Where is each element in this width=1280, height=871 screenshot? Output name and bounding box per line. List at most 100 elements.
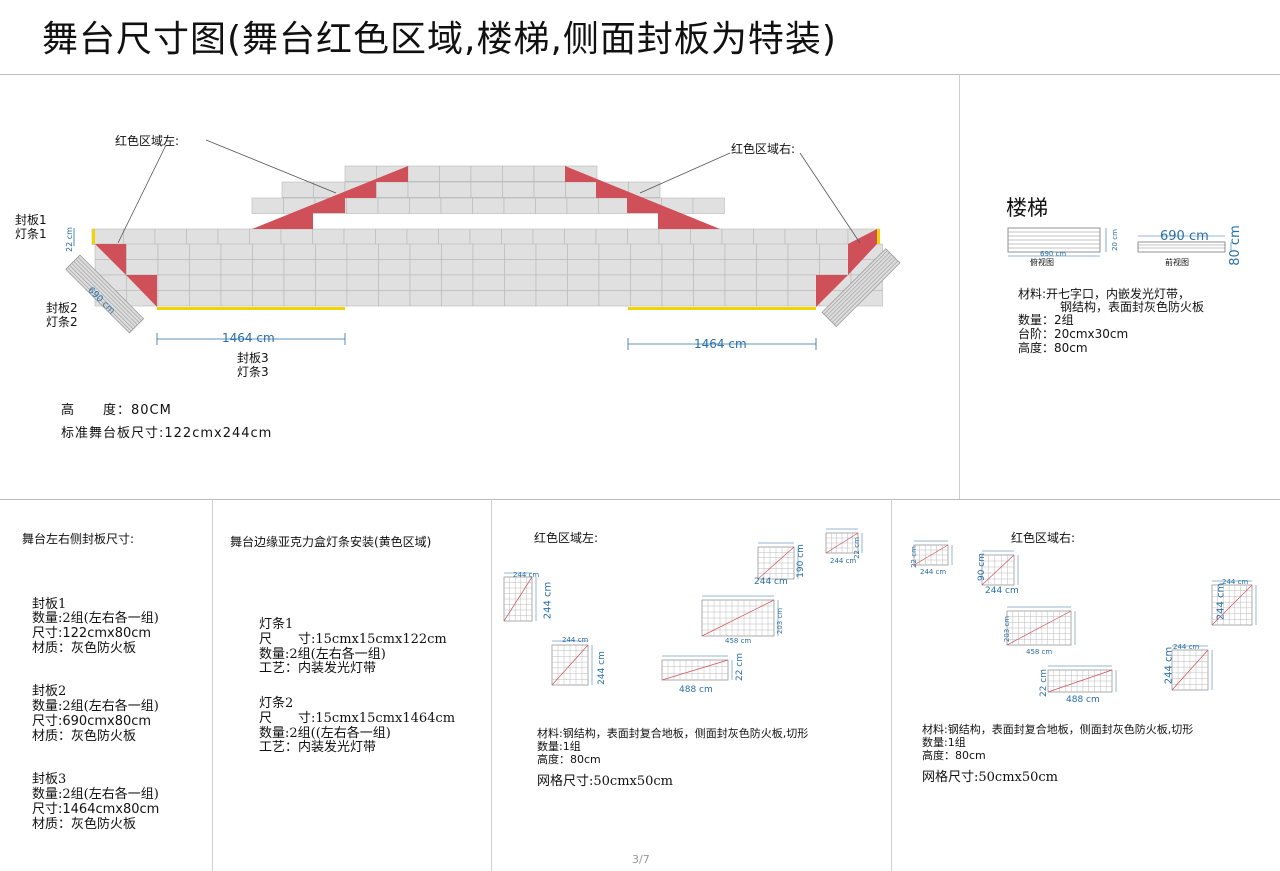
page-number: 3/7 xyxy=(632,853,650,866)
column-divider-3 xyxy=(891,499,892,871)
stairs-material-1: 材料:开七字口，内嵌发光灯带， xyxy=(1018,287,1191,301)
red-block-right-2 xyxy=(816,275,848,307)
red-right-piece-2 xyxy=(981,550,1019,586)
red-right-piece-1 xyxy=(913,540,953,566)
page-title: 舞台尺寸图(舞台红色区域,楼梯,侧面封板为特装) xyxy=(42,19,837,60)
red-left-piece-4 xyxy=(701,595,779,637)
red-left-dim-10: 244 cm xyxy=(754,577,788,587)
panel-1-name: 封板1 xyxy=(32,597,67,612)
red-left-dim-12: 244 cm xyxy=(596,651,607,685)
stairs-top-view-caption: 俯视图 xyxy=(1030,258,1054,267)
red-left-dim-6: 203 cm xyxy=(776,607,785,635)
red-left-qty: 数量:1组 xyxy=(537,740,581,753)
column-divider-1 xyxy=(212,499,213,871)
leader-line-red-left xyxy=(205,139,337,194)
leader-line-red-left-2 xyxy=(117,144,167,244)
red-right-piece-3 xyxy=(1006,606,1076,646)
red-right-height: 高度：80cm xyxy=(922,749,986,762)
red-left-dim-1: 244 cm xyxy=(513,571,540,579)
side-panels-heading: 舞台左右侧封板尺寸: xyxy=(22,532,135,546)
stage-plan-diagram xyxy=(65,139,901,350)
stairs-material-2: 钢结构，表面封灰色防火板 xyxy=(1060,300,1205,314)
panel-3-size: 尺寸:1464cmx80cm xyxy=(32,802,160,817)
red-right-dim-3: 90 cm xyxy=(977,552,988,582)
light-2-name: 灯条2 xyxy=(259,696,294,711)
panel-2-name: 封板2 xyxy=(32,684,67,699)
red-left-piece-5 xyxy=(551,640,593,686)
red-right-dim-8: 488 cm xyxy=(1066,695,1100,705)
red-left-piece-6 xyxy=(661,655,733,681)
red-right-dim-11: 244 cm xyxy=(1163,646,1175,685)
red-right-piece-5 xyxy=(1171,645,1213,691)
red-left-height: 高度：80cm xyxy=(537,753,601,766)
light-1-name: 灯条1 xyxy=(259,617,294,632)
red-block-left-1 xyxy=(95,244,126,275)
panel-2-label: 封板2 xyxy=(46,301,78,315)
red-zone-left-label: 红色区域左: xyxy=(115,134,180,148)
red-left-dim-8: 488 cm xyxy=(679,685,713,695)
red-zone-right-label: 红色区域右: xyxy=(731,142,796,156)
red-right-dim-9: 244 cm xyxy=(1215,582,1227,621)
stair-left xyxy=(65,254,145,334)
stairs-heading: 楼梯 xyxy=(1006,196,1048,220)
light-strip-1-left xyxy=(92,229,95,244)
red-left-material: 材料:钢结构，表面封复合地板，侧面封灰色防火板,切形 xyxy=(537,727,809,740)
title-divider xyxy=(0,74,1280,75)
lights-heading: 舞台边缘亚克力盒灯条安装(黄色区域) xyxy=(230,535,432,549)
section-divider xyxy=(0,499,1280,500)
panel-3-label: 封板3 xyxy=(237,351,269,365)
red-left-pieces xyxy=(503,528,863,686)
light-1-size: 尺 寸:15cmx15cmx122cm xyxy=(259,632,447,647)
panel-3-name: 封板3 xyxy=(32,772,67,787)
red-right-dim-2: 244 cm xyxy=(920,568,947,576)
panel-1-qty: 数量:2组(左右各一组) xyxy=(32,611,159,626)
red-right-dim-7: 22 cm xyxy=(1039,668,1050,698)
red-left-dim-5: 458 cm xyxy=(725,637,752,645)
stair-right xyxy=(821,248,901,328)
stairs-diagram xyxy=(1007,227,1232,257)
leader-line-red-right xyxy=(639,152,731,194)
red-left-heading: 红色区域左: xyxy=(534,531,599,545)
red-block-right-1 xyxy=(848,229,877,275)
panel-3-material: 材质：灰色防火板 xyxy=(32,817,137,832)
leader-line-red-right-2 xyxy=(799,152,861,244)
red-left-dim-4: 244 cm xyxy=(542,581,554,620)
light-3-label: 灯条3 xyxy=(237,365,269,379)
column-divider-2 xyxy=(491,499,492,871)
red-left-dim-7: 244 cm xyxy=(562,636,589,644)
red-left-piece-2 xyxy=(757,542,799,580)
red-right-grid: 网格尺寸:50cmx50cm xyxy=(922,770,1059,785)
stairs-front-view xyxy=(1137,235,1232,253)
light-strip-3-right xyxy=(628,307,816,310)
light-1-craft: 工艺：内装发光灯带 xyxy=(259,661,377,676)
dim-1464-right: 1464 cm xyxy=(694,337,747,351)
stairs-step: 台阶：20cmx30cm xyxy=(1018,327,1129,341)
red-right-piece-6 xyxy=(1047,665,1117,693)
red-triangle-top-right xyxy=(565,166,720,229)
red-left-dim-9: 22 cm xyxy=(735,652,746,682)
red-right-piece-4 xyxy=(1211,580,1257,626)
red-left-dim-11: 244 cm xyxy=(830,557,857,565)
red-right-dim-5: 203 cm xyxy=(1003,615,1012,643)
red-right-dim-4: 244 cm xyxy=(985,586,1019,596)
stairs-top-dim-20: 20 cm xyxy=(1110,229,1119,251)
standard-panel-text: 标准舞台板尺寸:122cmx244cm xyxy=(61,426,273,441)
red-right-dim-10: 244 cm xyxy=(1222,578,1249,586)
red-left-piece-3 xyxy=(825,528,863,554)
dim-1464-left: 1464 cm xyxy=(222,331,275,345)
stairs-height: 高度：80cm xyxy=(1018,341,1088,355)
light-1-qty: 数量:2组(左右各一组) xyxy=(259,647,386,662)
stairs-quantity: 数量：2组 xyxy=(1018,313,1074,327)
red-right-material: 材料:钢结构，表面封复合地板，侧面封灰色防火板,切形 xyxy=(922,723,1194,736)
red-left-dim-3: 22 cm xyxy=(852,537,861,559)
light-2-size: 尺 寸:15cmx15cmx1464cm xyxy=(259,711,456,726)
red-right-pieces xyxy=(913,540,1257,693)
light-strip-1-right xyxy=(877,229,880,244)
stairs-top-view xyxy=(1007,227,1107,257)
stairs-front-dim-690: 690 cm xyxy=(1160,229,1209,244)
red-right-heading: 红色区域右: xyxy=(1011,531,1076,545)
red-right-dim-12: 244 cm xyxy=(1173,643,1200,651)
stairs-divider xyxy=(959,74,960,499)
red-right-qty: 数量:1组 xyxy=(922,736,966,749)
panel-2-qty: 数量:2组(左右各一组) xyxy=(32,699,159,714)
